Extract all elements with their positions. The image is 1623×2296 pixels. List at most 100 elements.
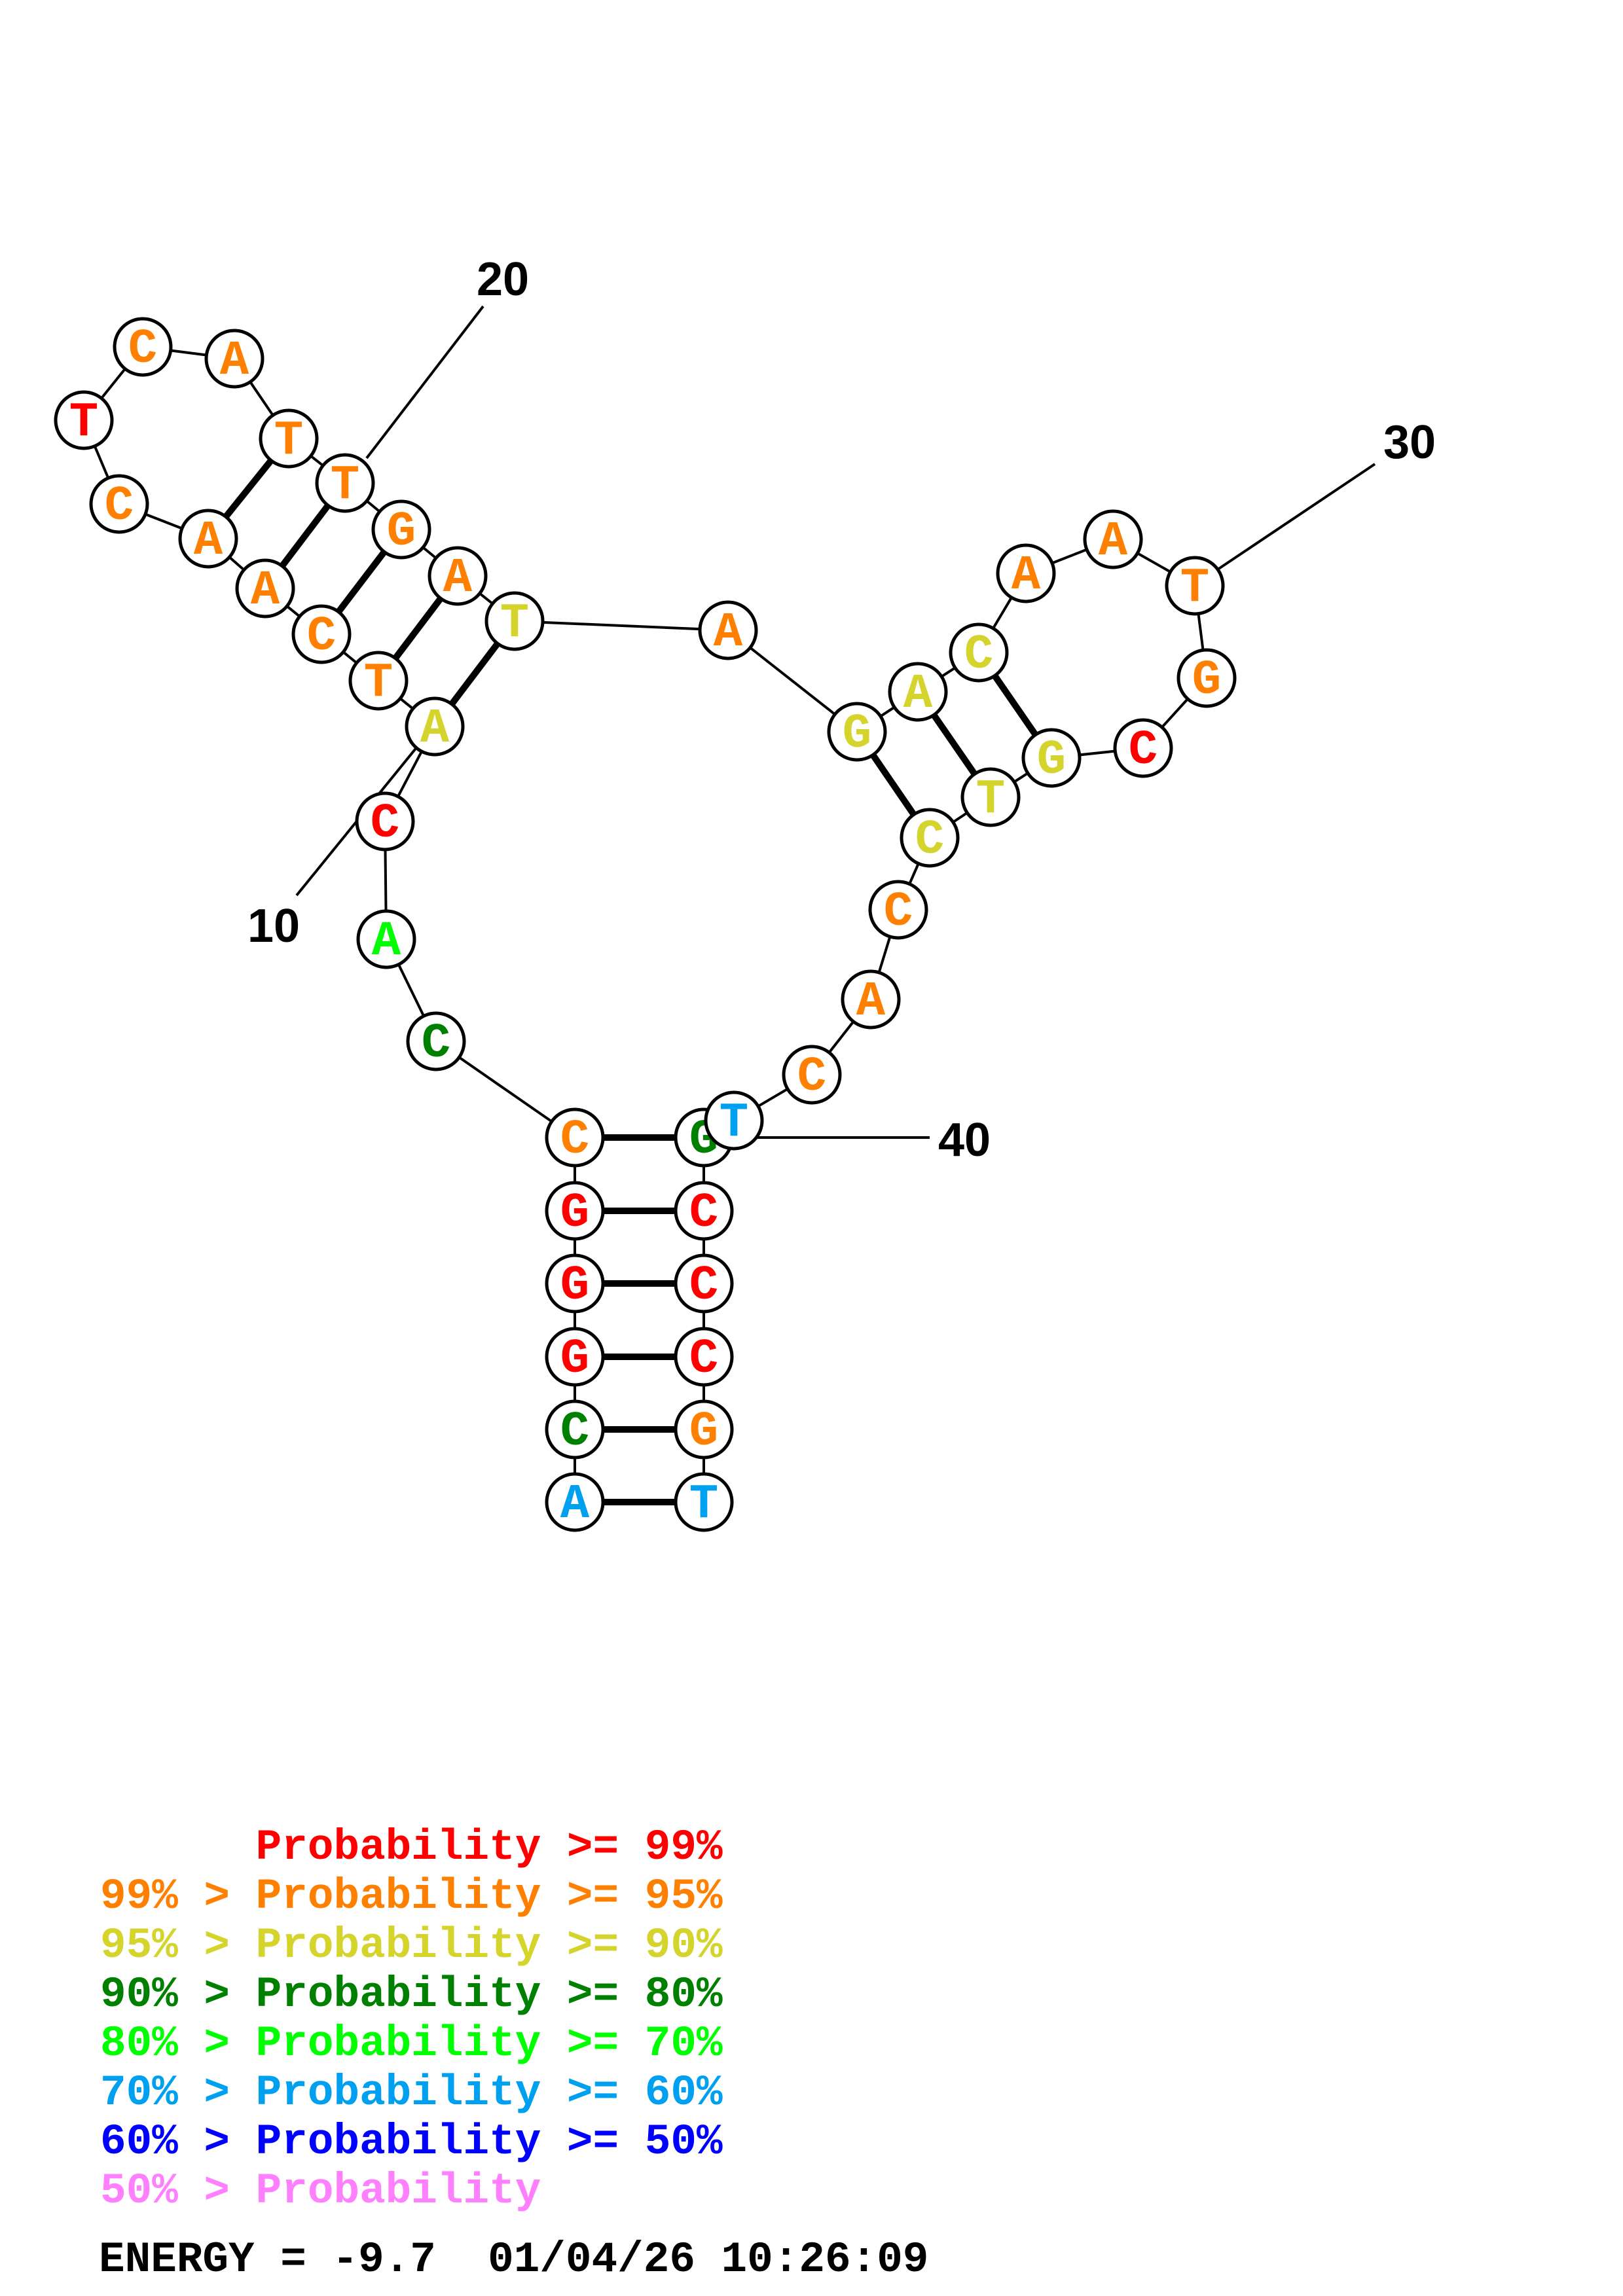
nucleotide-10: A [405, 696, 465, 757]
nucleotide-letter: A [251, 564, 280, 619]
nucleotide-42: C [674, 1253, 734, 1314]
nucleotide-circle [996, 543, 1056, 603]
nucleotide-37: A [841, 969, 901, 1030]
nucleotide-14: A [178, 509, 238, 569]
nucleotide-circle [674, 1472, 734, 1532]
nucleotide-circle [545, 1327, 605, 1387]
backbone-link [542, 620, 701, 631]
nucleotide-16: T [54, 390, 114, 450]
nucleotide-letter: C [915, 813, 944, 868]
nucleotide-39: T [704, 1090, 764, 1151]
nucleotide-38: C [782, 1045, 842, 1105]
nucleotide-circle [698, 600, 758, 660]
nucleotide-circle [89, 474, 149, 534]
nucleotide-letter: C [422, 1016, 450, 1071]
nucleotide-26: A [888, 662, 948, 722]
nucleotide-circle [355, 791, 415, 852]
legend-entry-7: 60% > Probability >= 50% [100, 2117, 723, 2166]
base-pair-bond [279, 503, 331, 568]
base-pair-bonds [223, 458, 1038, 1505]
nucleotide-letter: C [307, 609, 336, 664]
nucleotide-34: T [960, 767, 1021, 827]
nucleotide-circle [674, 1327, 734, 1387]
nucleotide-circle [900, 808, 960, 868]
position-label-40: 40 [938, 1114, 991, 1166]
backbone-link [1051, 548, 1087, 565]
nucleotide-circle [949, 622, 1009, 683]
nucleotide-circle [704, 1090, 764, 1151]
nucleotide-letter: C [128, 322, 157, 377]
nucleotide-circle [405, 696, 465, 757]
nucleotide-letter: A [420, 702, 450, 757]
nucleotide-letter: G [560, 1332, 589, 1387]
backbone-link [342, 651, 357, 664]
nucleotide-letter: A [1099, 514, 1128, 569]
nucleotide-circle [888, 662, 948, 722]
nucleotide-letter: T [274, 414, 303, 469]
nucleotide-circle [960, 767, 1021, 827]
nucleotide-letter: A [856, 975, 886, 1030]
nucleotide-circle [674, 1399, 734, 1460]
backbone-link [1161, 698, 1189, 728]
nucleotide-letter: T [689, 1477, 718, 1532]
nucleotide-circle [235, 558, 295, 619]
nucleotide-17: C [113, 317, 173, 377]
nucleotide-letter: C [689, 1332, 718, 1387]
nucleotide-letter: G [843, 707, 871, 762]
nucleotide-letter: A [560, 1477, 590, 1532]
nucleotide-23: T [484, 591, 545, 651]
backbone-links [93, 349, 1205, 1474]
nucleotide-18: A [204, 329, 264, 389]
nucleotide-letter: G [560, 1186, 589, 1241]
nucleotide-5: G [545, 1181, 605, 1241]
nucleotide-13: A [235, 558, 295, 619]
nucleotide-circle [178, 509, 238, 569]
backbone-link [1197, 613, 1205, 651]
base-pair-bond [336, 550, 387, 614]
nucleotide-letter: A [372, 914, 401, 969]
backbone-link [1079, 749, 1116, 757]
base-pair-bond [870, 753, 917, 817]
nucleotide-4: G [545, 1253, 605, 1314]
backbone-link [992, 596, 1013, 630]
nucleotide-letter: C [884, 885, 913, 940]
nucleotide-44: G [674, 1399, 734, 1460]
nucleotide-circle [1083, 509, 1143, 569]
nucleotide-letter: C [797, 1050, 826, 1105]
nucleotide-24: A [698, 600, 758, 660]
nucleotide-7: C [406, 1011, 466, 1071]
legend-entry-4: 90% > Probability >= 80% [100, 1970, 723, 2019]
nucleotide-circle [371, 499, 431, 560]
backbone-link [399, 697, 414, 710]
base-pair-bond [392, 596, 444, 660]
nucleotide-circle [545, 1107, 605, 1168]
nucleotide-letter: C [371, 797, 399, 852]
nucleotide-circle [406, 1011, 466, 1071]
position-label-leader [1216, 463, 1376, 571]
nucleotide-circle [545, 1181, 605, 1241]
nucleotide-circle [356, 909, 416, 969]
nucleotide-19: T [259, 408, 319, 469]
nucleotide-6: C [545, 1107, 605, 1168]
legend-entry-1: Probability >= 99% [100, 1823, 723, 1872]
legend-entry-6: 70% > Probability >= 60% [100, 2068, 723, 2117]
nucleotide-9: C [355, 791, 415, 852]
nucleotide-letter: C [105, 479, 134, 534]
nucleotide-letter: C [964, 628, 993, 683]
backbone-link [749, 647, 836, 715]
backbone-link [365, 499, 381, 513]
nucleotide-45: T [674, 1472, 734, 1532]
position-label-10: 10 [247, 900, 300, 952]
nucleotide-27: C [949, 622, 1009, 683]
backbone-link [479, 592, 494, 605]
nucleotide-circle [259, 408, 319, 469]
nucleotide-letter: C [689, 1186, 718, 1241]
legend-entry-5: 80% > Probability >= 70% [100, 2019, 723, 2068]
nucleotide-letter: T [1180, 561, 1209, 616]
position-label-20: 20 [477, 253, 529, 306]
nucleotide-circle [428, 546, 488, 606]
nucleotide-letter: G [1192, 653, 1221, 708]
